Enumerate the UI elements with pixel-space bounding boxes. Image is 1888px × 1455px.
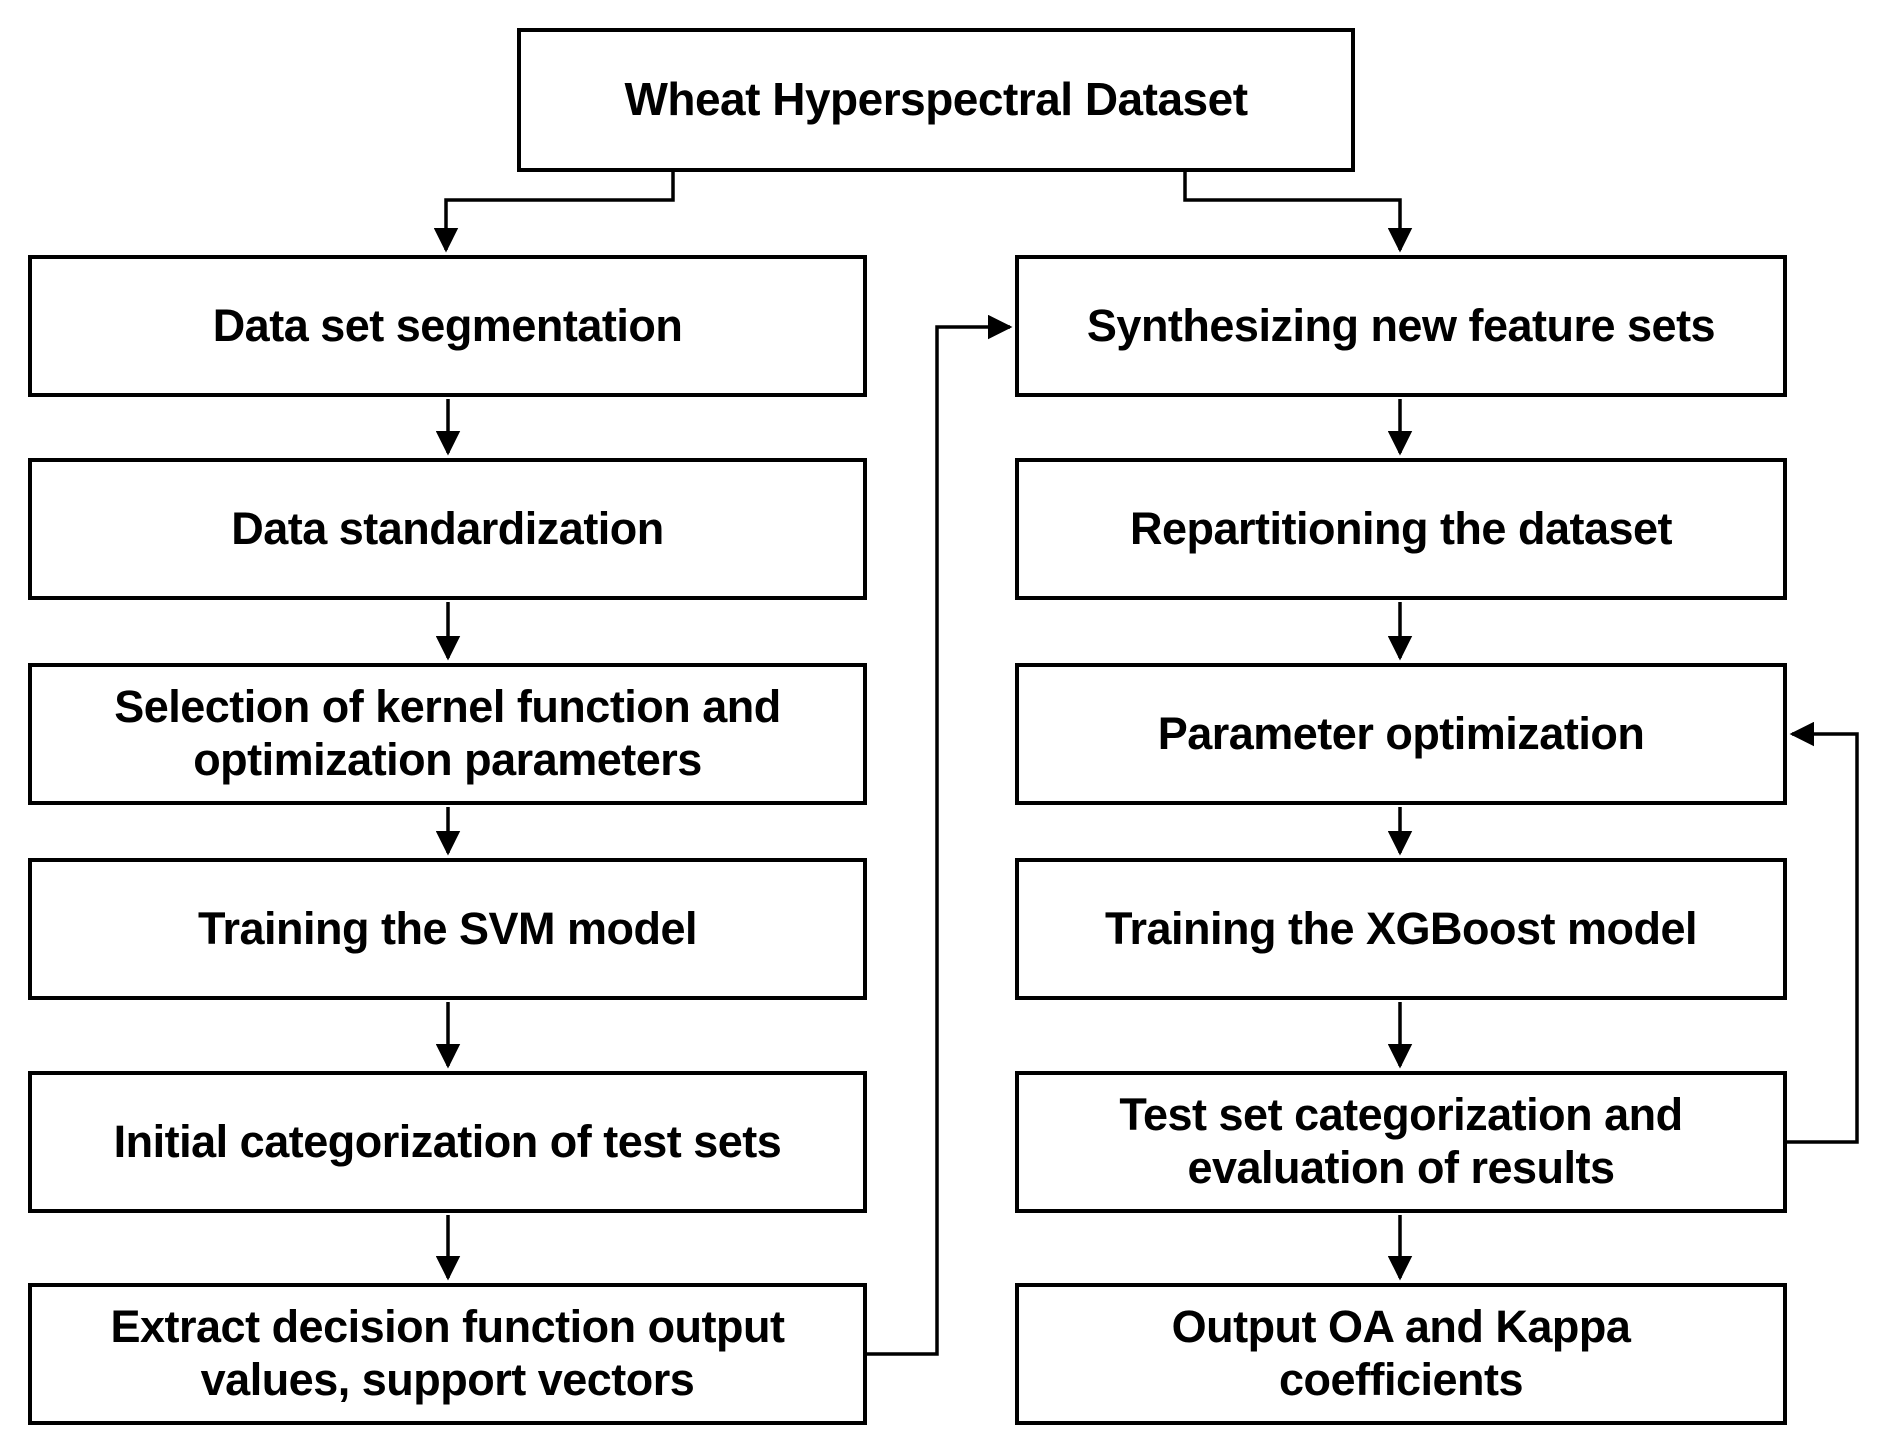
node-synthesizing-new-feature-sets: Synthesizing new feature sets	[1015, 255, 1787, 397]
node-training-xgboost-model: Training the XGBoost model	[1015, 858, 1787, 1000]
arrow-test-set-to-parameter-optimization-feedback	[1787, 721, 1859, 1144]
node-parameter-optimization: Parameter optimization	[1015, 663, 1787, 805]
node-training-svm-model: Training the SVM model	[28, 858, 867, 1000]
node-repartitioning-dataset: Repartitioning the dataset	[1015, 458, 1787, 600]
node-wheat-hyperspectral-dataset: Wheat Hyperspectral Dataset	[517, 28, 1355, 172]
node-extract-decision-function: Extract decision function output values,…	[28, 1283, 867, 1425]
arrow-extract-to-synthesizing	[867, 314, 1013, 1356]
arrow-root-to-data-set-segmentation	[433, 172, 675, 253]
node-data-set-segmentation: Data set segmentation	[28, 255, 867, 397]
node-selection-kernel-function: Selection of kernel function and optimiz…	[28, 663, 867, 805]
arrow-root-to-synthesizing-new-feature-sets	[1183, 172, 1413, 253]
node-data-standardization: Data standardization	[28, 458, 867, 600]
node-initial-categorization-tests: Initial categorization of test sets	[28, 1071, 867, 1213]
node-test-set-categorization: Test set categorization and evaluation o…	[1015, 1071, 1787, 1213]
node-output-oa-kappa: Output OA and Kappa coefficients	[1015, 1283, 1787, 1425]
